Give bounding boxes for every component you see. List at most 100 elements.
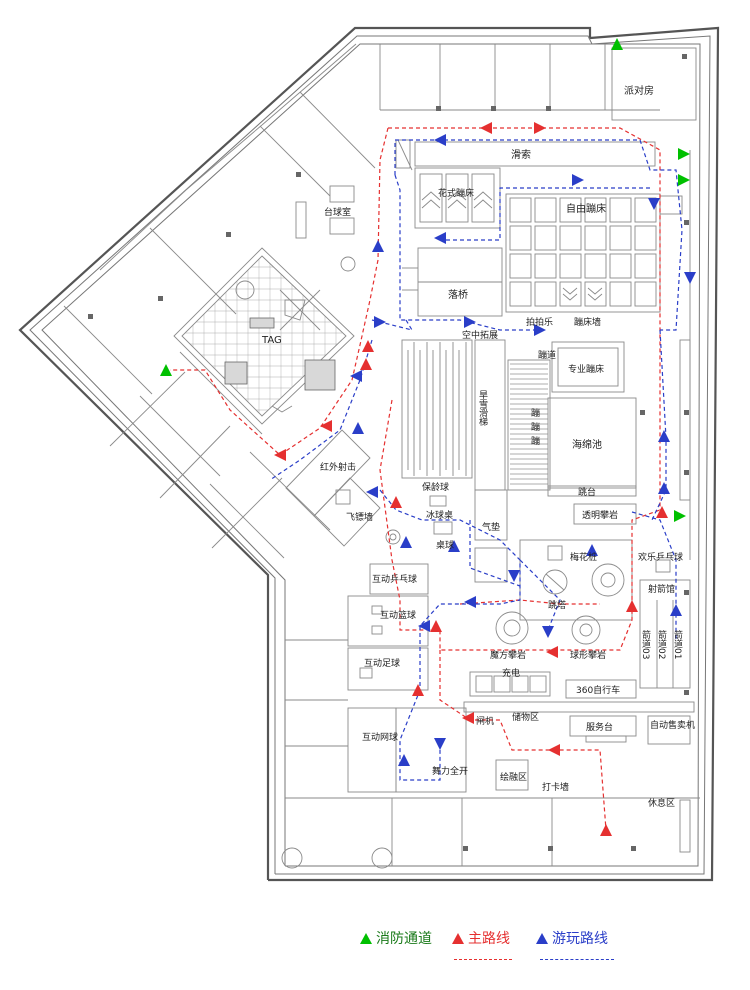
main-route-arrow bbox=[546, 646, 558, 658]
label-lane-03: 箭道03 bbox=[640, 629, 651, 660]
label-vending: 自动售卖机 bbox=[650, 719, 695, 731]
label-dance-power: 舞力全开 bbox=[432, 765, 468, 777]
play-route-arrow bbox=[534, 324, 546, 336]
trampoline-cell bbox=[584, 225, 607, 251]
label-pro-trampoline: 专业蹦床 bbox=[568, 363, 604, 375]
label-air-cushion: 气垫 bbox=[482, 521, 500, 533]
trampoline-cell bbox=[509, 225, 532, 251]
trampoline-cell bbox=[634, 253, 657, 279]
snow-slide bbox=[474, 339, 551, 491]
main-route-arrow bbox=[360, 358, 372, 370]
play-route-arrow bbox=[398, 754, 410, 766]
top-rooms bbox=[379, 44, 697, 121]
play-route-arrow bbox=[542, 626, 554, 638]
play-route-arrow bbox=[352, 422, 364, 434]
left-wing-rooms bbox=[63, 43, 376, 559]
fire-exit-arrow bbox=[674, 510, 686, 522]
service-area bbox=[463, 701, 695, 745]
main-route-arrow bbox=[548, 744, 560, 756]
legend: 消防通道 主路线 游玩路线 bbox=[360, 928, 660, 968]
outer-walls bbox=[18, 26, 720, 882]
legend-main-line bbox=[454, 959, 512, 960]
main-route-arrow bbox=[600, 824, 612, 836]
play-route-arrow bbox=[418, 620, 430, 632]
label-interactive-tennis: 互动网球 bbox=[362, 731, 398, 743]
trampoline-cell bbox=[509, 253, 532, 279]
label-sky-adventure: 空中拓展 bbox=[462, 329, 498, 341]
free-trampoline-grid bbox=[505, 193, 661, 313]
label-interactive-pingpong: 互动乒乓球 bbox=[372, 573, 417, 585]
label-party-room: 派对房 bbox=[624, 84, 654, 97]
label-storage: 储物区 bbox=[512, 711, 539, 723]
play-route-arrow bbox=[572, 174, 584, 186]
fire-exit-arrow bbox=[678, 174, 690, 186]
label-darts: 飞镖墙 bbox=[346, 511, 373, 523]
play-route-arrow bbox=[434, 232, 446, 244]
flower-trampoline bbox=[414, 167, 501, 229]
fire-exit-arrow bbox=[160, 364, 172, 376]
label-trampoline-lane: 蹦道 bbox=[538, 349, 556, 361]
label-reading: 绘融区 bbox=[500, 771, 527, 783]
label-meteor: 梅花桩 bbox=[570, 551, 597, 563]
legend-play-label: 游玩路线 bbox=[552, 931, 608, 947]
main-route-arrow bbox=[656, 506, 668, 518]
play-route-arrow bbox=[464, 596, 476, 608]
archery-hall bbox=[639, 559, 691, 689]
clear-climbing bbox=[573, 503, 637, 525]
fire-exit-icon bbox=[360, 932, 372, 944]
legend-play: 游玩路线 bbox=[536, 928, 608, 948]
table-games bbox=[385, 495, 453, 545]
main-route-arrow bbox=[274, 449, 286, 461]
main-route-arrow bbox=[412, 684, 424, 696]
pro-trampoline bbox=[547, 341, 637, 497]
trampoline-cell bbox=[584, 253, 607, 279]
trampoline-cell bbox=[559, 253, 582, 279]
main-route-arrow bbox=[480, 122, 492, 134]
label-rest-area: 休息区 bbox=[648, 797, 675, 809]
play-route-arrow bbox=[670, 604, 682, 616]
play-route-arrow bbox=[400, 536, 412, 548]
trampoline-cell bbox=[634, 281, 657, 307]
trampoline-cell bbox=[534, 225, 557, 251]
play-route-arrow bbox=[464, 316, 476, 328]
trampoline-cell bbox=[584, 197, 607, 223]
main-route-arrow bbox=[390, 496, 402, 508]
play-route-arrow bbox=[366, 486, 378, 498]
billiards-room bbox=[295, 185, 356, 272]
legend-main-label: 主路线 bbox=[468, 931, 510, 947]
trampoline-cell bbox=[534, 253, 557, 279]
label-slope-left: 蹦 bbox=[531, 407, 540, 419]
legend-fire-label: 消防通道 bbox=[376, 931, 432, 947]
main-route-arrow bbox=[626, 600, 638, 612]
label-bike-360: 360自行车 bbox=[576, 684, 620, 696]
right-side bbox=[640, 150, 691, 695]
label-ball-climbing: 球形攀岩 bbox=[570, 649, 606, 661]
trampoline-cell bbox=[584, 281, 607, 307]
chevron-mark bbox=[562, 293, 578, 301]
main-route-icon bbox=[452, 932, 464, 944]
play-route-arrow bbox=[658, 430, 670, 442]
trampoline-cell bbox=[609, 253, 632, 279]
label-free-trampoline: 自由蹦床 bbox=[566, 202, 606, 215]
label-interactive-basketball: 互动篮球 bbox=[380, 609, 416, 621]
main-route-arrow bbox=[320, 420, 332, 432]
chevron-mark bbox=[587, 287, 603, 295]
label-archery-hall: 射箭馆 bbox=[648, 583, 675, 595]
label-jump-platform: 跳台 bbox=[578, 486, 596, 498]
interactive-rooms bbox=[285, 563, 467, 793]
label-checkin-wall: 打卡墙 bbox=[542, 781, 569, 793]
bottom-rooms bbox=[281, 759, 700, 869]
trampoline-cell bbox=[509, 281, 532, 307]
bike-charging bbox=[469, 671, 637, 699]
label-interactive-football: 互动足球 bbox=[364, 657, 400, 669]
label-slope-mid: 蹦 bbox=[531, 421, 540, 433]
label-lane-02: 箭道02 bbox=[656, 629, 667, 660]
main-route-arrow bbox=[430, 620, 442, 632]
label-billiards-room: 台球室 bbox=[324, 206, 351, 218]
main-route-arrow bbox=[462, 712, 474, 724]
label-service-desk: 服务台 bbox=[586, 721, 613, 733]
trampoline-cell bbox=[509, 197, 532, 223]
plan-labels: 派对房 滑索 花式蹦床 台球室 自由蹦床 TAG 落桥 拍拍乐 蹦床墙 空中拓展… bbox=[261, 84, 695, 809]
fire-exit-arrow bbox=[611, 38, 623, 50]
